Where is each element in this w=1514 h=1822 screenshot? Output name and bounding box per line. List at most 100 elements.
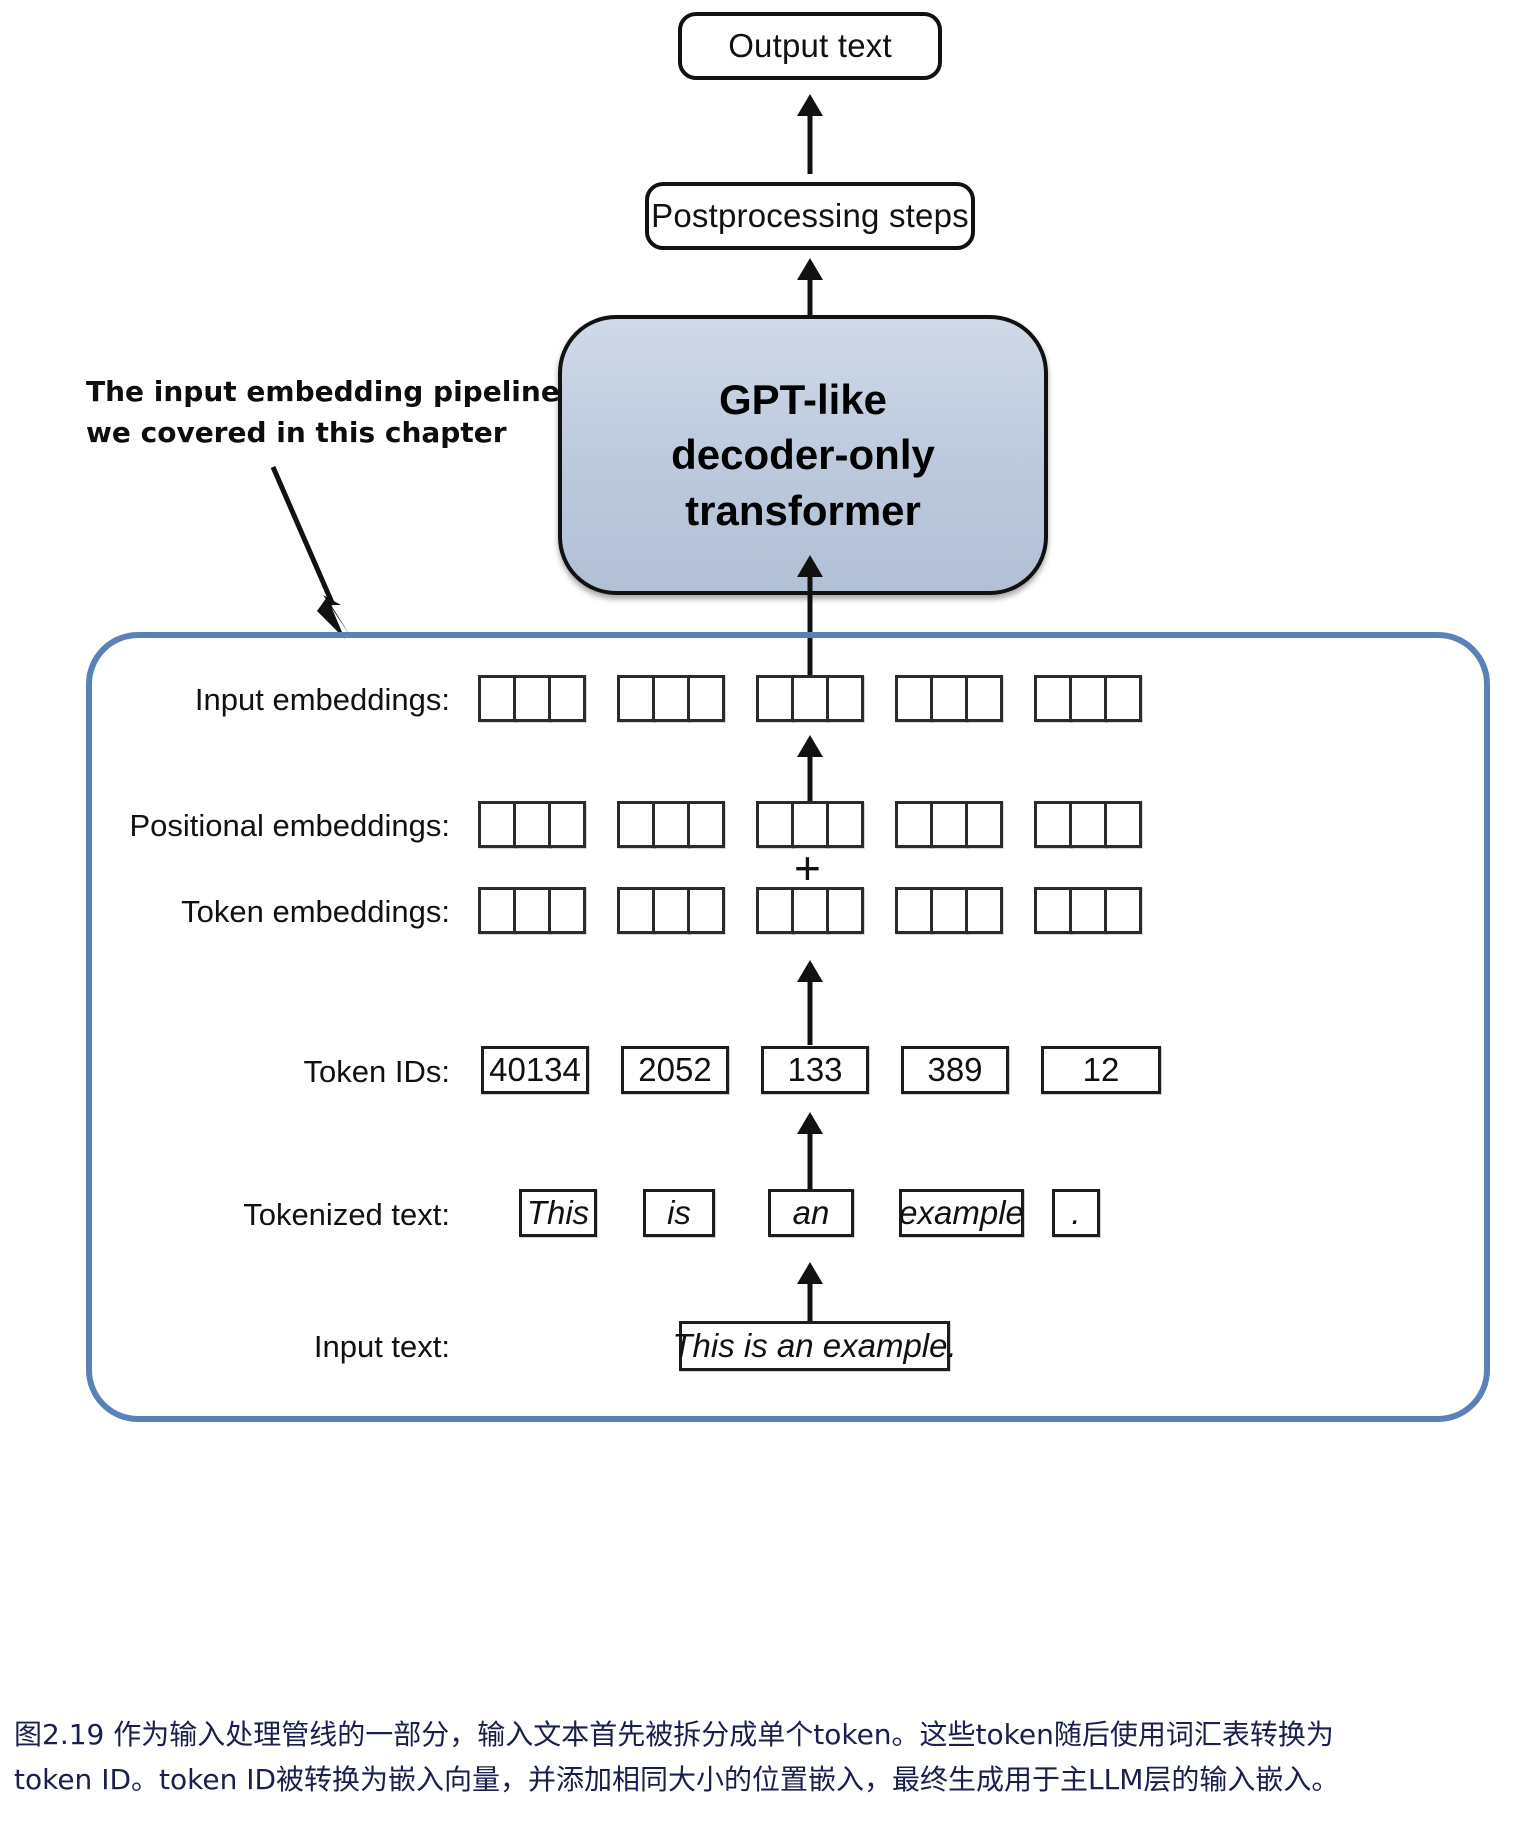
gpt-transformer-block: GPT-like decoder-only transformer [558,315,1048,595]
embedding-cell [756,887,794,934]
embedding-cell [652,675,690,722]
embedding-cell [1069,887,1107,934]
caption-line-2: token ID。token ID被转换为嵌入向量，并添加相同大小的位置嵌入，最… [14,1763,1340,1797]
postprocessing-label: Postprocessing steps [651,197,969,234]
embedding-cell [756,801,794,848]
embedding-cell [791,801,829,848]
embedding-cell [826,887,864,934]
embedding-cell [1034,675,1072,722]
output-text-block: Output text [678,12,942,80]
callout-line-1: The input embedding pipeline [86,375,560,408]
embedding-cell [965,675,1003,722]
output-text-label: Output text [728,27,892,64]
cell-group [478,801,586,848]
embedding-cell [513,675,551,722]
cell-group [756,801,864,848]
arrow-token-ids-to-token-embeddings [795,960,825,1045]
input-embedding-pipeline-container [86,632,1490,1422]
row-label-positional-embeddings: Positional embeddings: [129,808,450,843]
arrow-model-to-postprocessing [795,258,825,326]
embedding-cell [513,801,551,848]
embedding-cell [895,801,933,848]
arrow-postprocessing-to-output [795,94,825,174]
embedding-cell [1104,801,1142,848]
plus-symbol: + [794,842,821,894]
embedding-cell [478,675,516,722]
cell-group [1034,675,1142,722]
token-id-box: 133 [761,1046,869,1094]
token-id-box: 2052 [621,1046,729,1094]
cell-group [1034,801,1142,848]
embedding-cell [1069,675,1107,722]
embedding-cell [1104,887,1142,934]
embedding-cell [617,887,655,934]
row-label-input-text: Input text: [313,1329,450,1364]
embedding-cell [1034,801,1072,848]
embedding-cell [826,801,864,848]
token-text-box: an [768,1189,854,1237]
embedding-cell [895,887,933,934]
embedding-cell [617,801,655,848]
embedding-cell [652,801,690,848]
embedding-cell [791,887,829,934]
arrow-tokenized-to-token-ids [795,1112,825,1192]
embedding-cell [965,801,1003,848]
embedding-cell [1069,801,1107,848]
row-label-token-ids: Token IDs: [303,1054,450,1089]
embedding-cell [687,801,725,848]
embedding-cell [617,675,655,722]
gpt-line-2: decoder-only [671,431,935,479]
arrow-embeddings-to-model [795,555,825,715]
embedding-cell [826,675,864,722]
token-id-box: 12 [1041,1046,1161,1094]
row-label-token-embeddings: Token embeddings: [181,894,450,929]
row-label-input-embeddings: Input embeddings: [194,682,450,717]
embedding-cell [1034,887,1072,934]
embedding-cell [1104,675,1142,722]
cell-group [756,675,864,722]
caption-line-1: 图2.19 作为输入处理管线的一部分，输入文本首先被拆分成单个token。这些t… [14,1718,1334,1751]
cell-group [1034,887,1142,934]
embedding-cell [478,801,516,848]
token-text-box: is [643,1189,715,1237]
embedding-cell [513,887,551,934]
cell-group [617,887,725,934]
cell-group [756,887,864,934]
token-id-box: 389 [901,1046,1009,1094]
cell-group [895,801,1003,848]
cell-group [617,675,725,722]
figure-caption: 图2.19 作为输入处理管线的一部分，输入文本首先被拆分成单个token。这些t… [14,1712,1504,1803]
token-text-box: This [519,1189,597,1237]
gpt-line-1: GPT-like [718,375,888,423]
embedding-cell [687,675,725,722]
cell-group [617,801,725,848]
arrow-input-text-to-tokenized [795,1262,825,1340]
input-text-box: This is an example. [672,1321,957,1371]
callout-line-2: we covered in this chapter [86,415,507,449]
callout-arrow-icon [270,466,351,639]
embedding-cell [548,887,586,934]
embedding-cell [965,887,1003,934]
embedding-cell [930,675,968,722]
cell-group [895,675,1003,722]
embedding-cell [756,675,794,722]
postprocessing-block: Postprocessing steps [645,182,975,250]
embedding-cell [895,675,933,722]
embedding-cell [791,675,829,722]
embedding-cell [548,801,586,848]
token-id-box: 40134 [481,1046,589,1094]
row-label-tokenized-text: Tokenized text: [243,1197,450,1232]
embedding-cell [652,887,690,934]
cell-group [895,887,1003,934]
embedding-cell [687,887,725,934]
cell-group [478,675,586,722]
embedding-cell [478,887,516,934]
embedding-cell [930,887,968,934]
cell-group [478,887,586,934]
token-text-box: . [1052,1189,1100,1237]
gpt-line-3: transformer [685,486,921,534]
callout-annotation: The input embedding pipeline we covered … [86,372,560,453]
arrow-sum-to-input-embeddings [795,735,825,820]
token-text-box: example [899,1189,1024,1237]
